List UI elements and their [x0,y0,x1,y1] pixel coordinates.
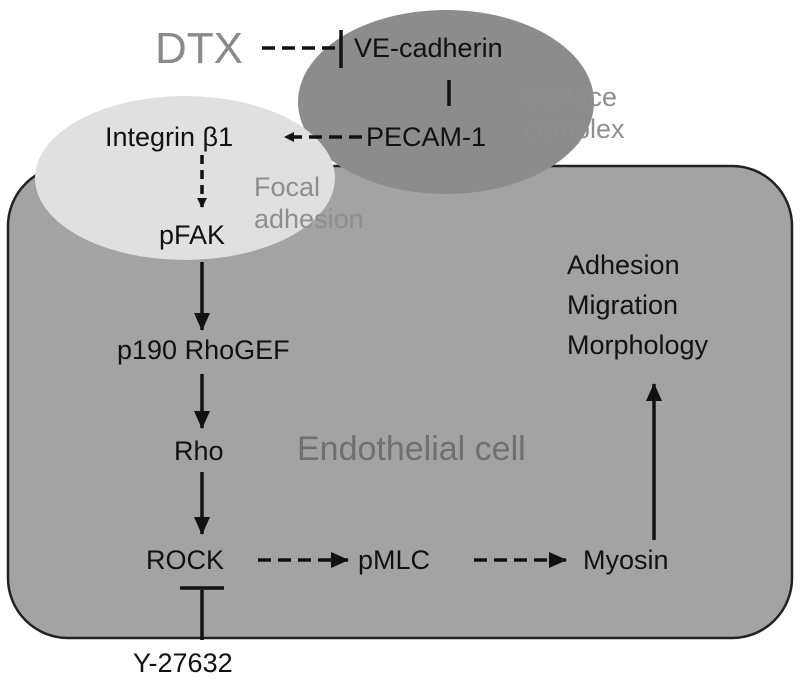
surface-complex-shape [298,10,594,194]
surface-complex-label-line2: complex [524,114,625,144]
outcome-morphology: Morphology [567,330,709,360]
ve-cadherin-label: VE-cadherin [354,33,503,63]
dtx-label: DTX [155,24,243,73]
pfak-label: pFAK [159,220,226,250]
y27632-label: Y-27632 [133,648,233,678]
rho-label: Rho [174,436,224,466]
endothelial-cell-label: Endothelial cell [297,430,526,468]
p190-rhogef-label: p190 RhoGEF [117,335,290,365]
focal-adhesion-label-line1: Focal [254,172,321,202]
rock-label: ROCK [146,545,225,575]
focal-adhesion-label-line2: adhesion [254,204,364,234]
surface-complex-label-line1: Surface [524,82,618,112]
outcome-migration: Migration [567,290,679,320]
outcome-adhesion: Adhesion [567,250,680,280]
integrin-b1-label: Integrin β1 [105,122,234,152]
focal-adhesion-shape [35,96,335,260]
pecam1-label: PECAM-1 [366,122,487,152]
pmlc-label: pMLC [358,545,431,575]
myosin-label: Myosin [583,545,669,575]
